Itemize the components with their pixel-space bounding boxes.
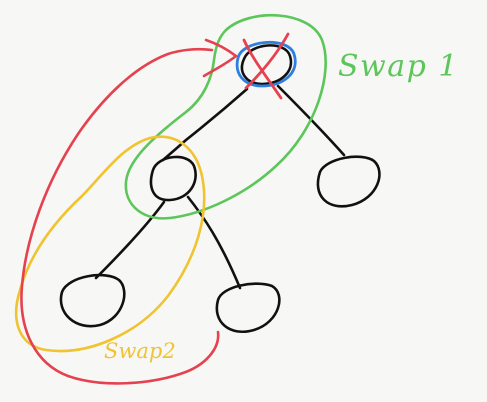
edge-root-right (276, 84, 346, 157)
node-root (240, 44, 293, 86)
edge-root-left (161, 87, 249, 162)
tree-nodes (59, 44, 381, 333)
cross-out-icon (242, 32, 290, 100)
swap2-loop (14, 135, 206, 353)
node-left (149, 155, 197, 202)
root-highlight (235, 41, 297, 88)
swap1-label: Swap 1 (338, 49, 459, 84)
swap2-label: Swap2 (104, 339, 176, 363)
node-right-leaf (215, 282, 281, 333)
curved-arrow-icon (20, 38, 238, 385)
tree-edges (94, 84, 346, 290)
edge-left-leftleaf (94, 200, 166, 280)
node-left-leaf (59, 273, 126, 328)
node-right (316, 155, 381, 208)
swap1-loop (124, 13, 327, 220)
edge-left-rightleaf (186, 195, 242, 290)
